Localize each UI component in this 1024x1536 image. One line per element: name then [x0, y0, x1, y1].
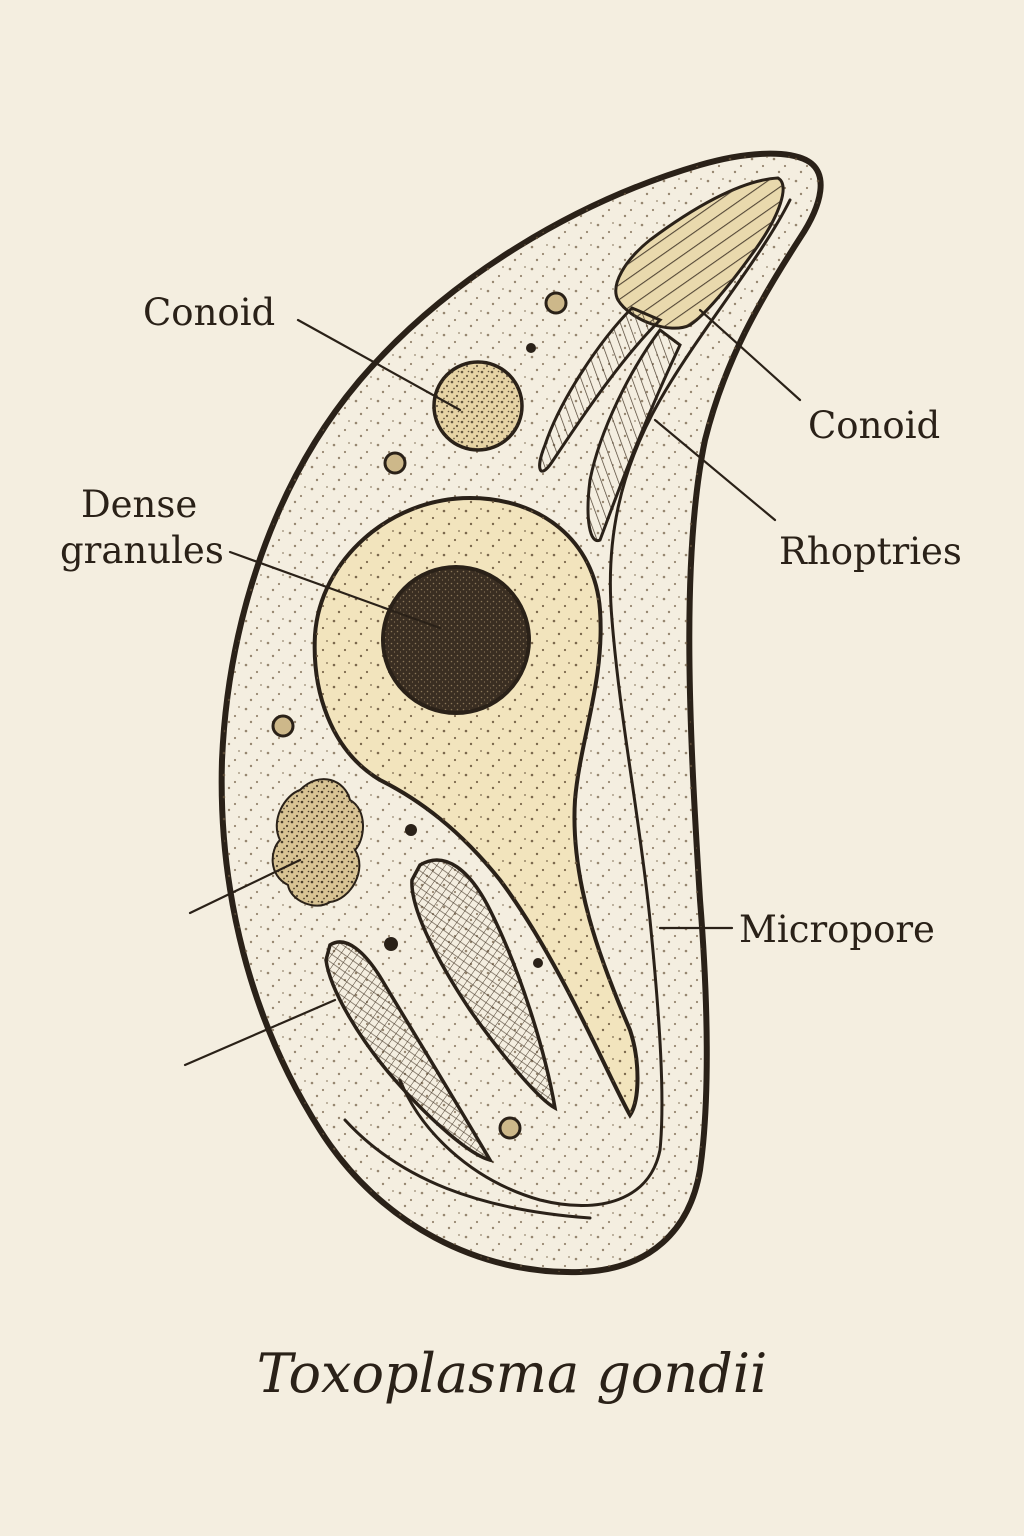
label-dense-granules-line2: granules: [60, 529, 224, 572]
label-conoid-right: Conoid: [808, 404, 940, 447]
leader-conoid-left: [296, 318, 462, 412]
lobulated-granule: [271, 778, 364, 907]
leader-rhoptries: [653, 418, 777, 522]
inner-membrane: [398, 198, 792, 1208]
posterior-membrane: [343, 1118, 592, 1220]
label-micropore: Micropore: [739, 908, 935, 951]
leader-unlabeled-granule: [188, 858, 302, 915]
leader-lines: [183, 308, 802, 1067]
leader-unlabeled-microneme: [183, 998, 337, 1067]
label-dense-granules-line1: Dense: [81, 483, 197, 526]
rhoptries: [538, 306, 682, 543]
leader-dense-granules: [228, 550, 442, 630]
nucleus: [312, 495, 640, 1119]
dense-granule: [432, 360, 524, 452]
nucleolus: [381, 565, 531, 715]
micronemes: [324, 858, 558, 1163]
label-rhoptries: Rhoptries: [779, 530, 962, 573]
label-conoid-left: Conoid: [143, 291, 275, 334]
vesicles: [271, 291, 568, 1140]
diagram-caption: Toxoplasma gondii: [257, 1342, 768, 1405]
leader-conoid-right: [698, 308, 802, 402]
